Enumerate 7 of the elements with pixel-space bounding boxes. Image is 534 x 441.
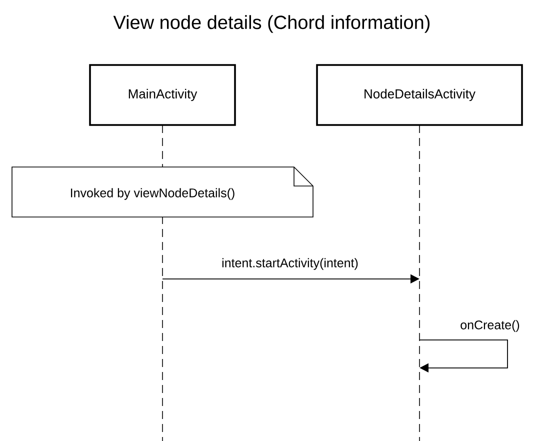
participant-box: MainActivity [89, 64, 236, 126]
note: Invoked by viewNodeDetails() [12, 166, 314, 218]
message-arrow [419, 339, 508, 373]
participant-box: NodeDetailsActivity [316, 64, 523, 126]
message-label: intent.startActivity(intent) [220, 257, 360, 271]
title: View node details (Chord information) [113, 15, 430, 33]
message-label: onCreate() [459, 319, 521, 333]
